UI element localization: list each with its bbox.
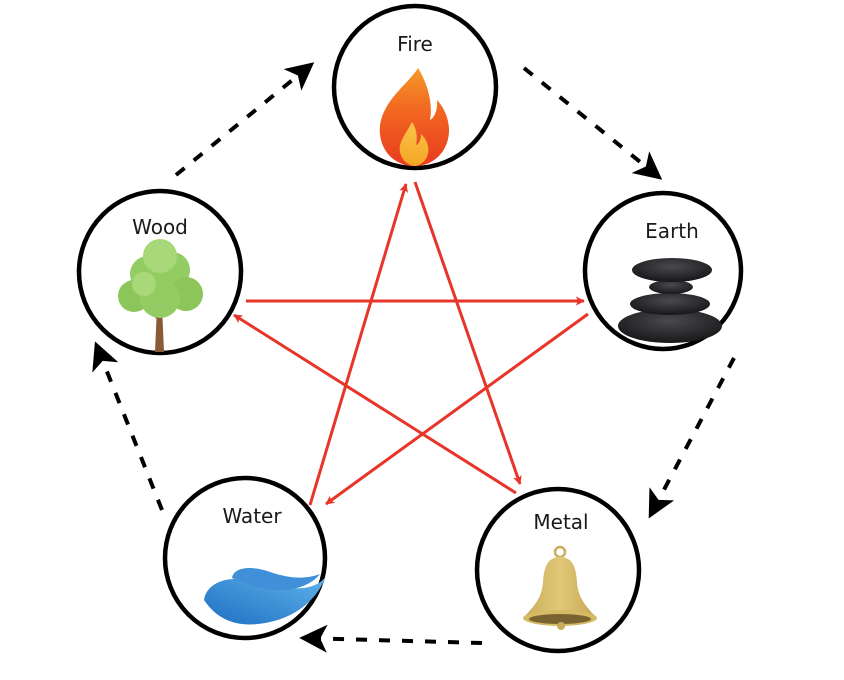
- wave-icon: [204, 568, 326, 625]
- control-arrow-metal-wood: [233, 313, 517, 495]
- generating-arrow-wood-fire: [174, 62, 315, 177]
- generating-arrow-earth-metal: [648, 357, 736, 519]
- control-arrow-earth-water: [325, 312, 589, 506]
- node-earth: Earth: [582, 190, 744, 352]
- node-label-wood: Wood: [132, 215, 188, 239]
- generating-arrow-fire-earth: [522, 66, 663, 180]
- generating-cycle: [92, 62, 736, 653]
- node-fire: Fire: [331, 3, 499, 171]
- node-water: Water: [162, 475, 328, 641]
- controlling-cycle: [233, 181, 589, 506]
- node-label-water: Water: [222, 504, 282, 528]
- tree-icon: [118, 239, 203, 352]
- node-label-fire: Fire: [397, 32, 433, 56]
- node-label-metal: Metal: [533, 510, 588, 534]
- node-label-earth: Earth: [645, 219, 699, 243]
- bell-icon: [523, 545, 597, 630]
- control-arrow-water-fire: [308, 183, 408, 506]
- node-wood: Wood: [76, 188, 244, 356]
- control-arrow-fire-metal: [413, 181, 522, 485]
- stacked-stones-icon: [618, 258, 722, 343]
- generating-arrow-water-wood: [92, 341, 164, 511]
- generating-arrow-metal-water: [299, 624, 483, 653]
- flame-icon: [379, 68, 450, 167]
- node-metal: Metal: [474, 486, 642, 654]
